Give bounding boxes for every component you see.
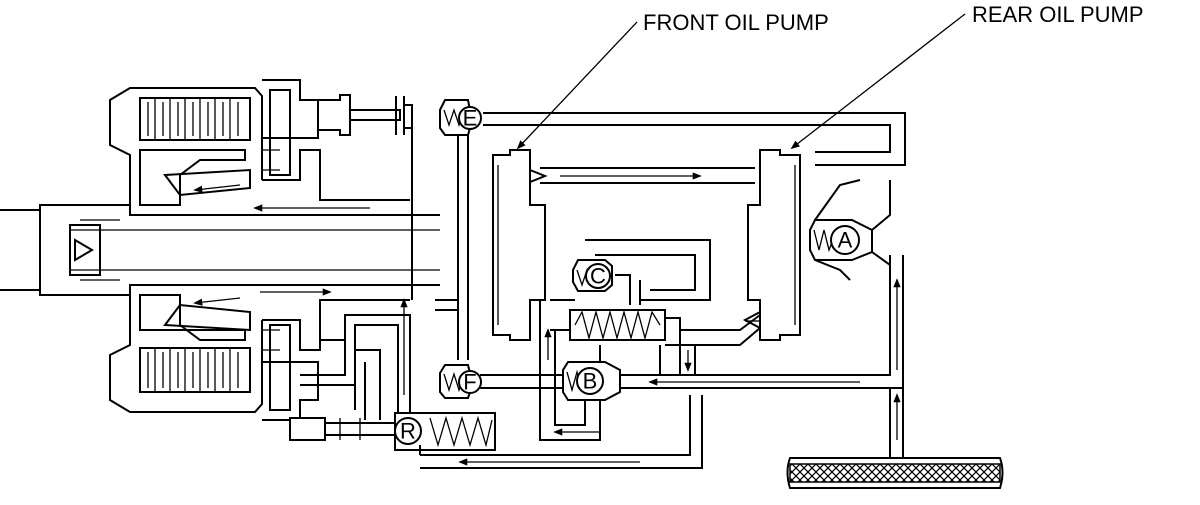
- valve-f: F: [439, 364, 482, 399]
- valve-r: R: [289, 412, 496, 455]
- front-oil-pump-label: FRONT OIL PUMP: [643, 10, 829, 35]
- valve-a: A: [809, 179, 891, 281]
- valve-r-label: R: [400, 419, 416, 444]
- clutch-assembly: [0, 79, 440, 421]
- shaft-end-cap: [69, 224, 101, 276]
- front-oil-pump-callout: FRONT OIL PUMP: [516, 10, 829, 150]
- front-oil-pump: [492, 149, 546, 341]
- piston-top: [139, 149, 246, 206]
- valve-b-label: B: [583, 369, 598, 394]
- clutch-plates-top: [139, 97, 251, 141]
- clutch-plates-bottom: [139, 347, 251, 393]
- valve-c: C: [572, 259, 613, 292]
- shaft-top-edge: [0, 204, 440, 216]
- shaft-bottom-edge: [0, 284, 440, 296]
- valve-c-label: C: [590, 264, 606, 289]
- valve-b: B: [562, 361, 621, 401]
- valve-a-label: A: [838, 228, 853, 253]
- rear-oil-pump-label: REAR OIL PUMP: [972, 2, 1144, 27]
- oil-strainer: [786, 450, 1004, 489]
- valve-f-label: F: [463, 370, 476, 395]
- rear-oil-pump-callout: REAR OIL PUMP: [790, 2, 1144, 150]
- valve-e: E: [439, 99, 482, 136]
- rear-oil-pump: [747, 149, 801, 341]
- piston-bottom: [139, 294, 246, 341]
- valve-e-label: E: [463, 106, 478, 131]
